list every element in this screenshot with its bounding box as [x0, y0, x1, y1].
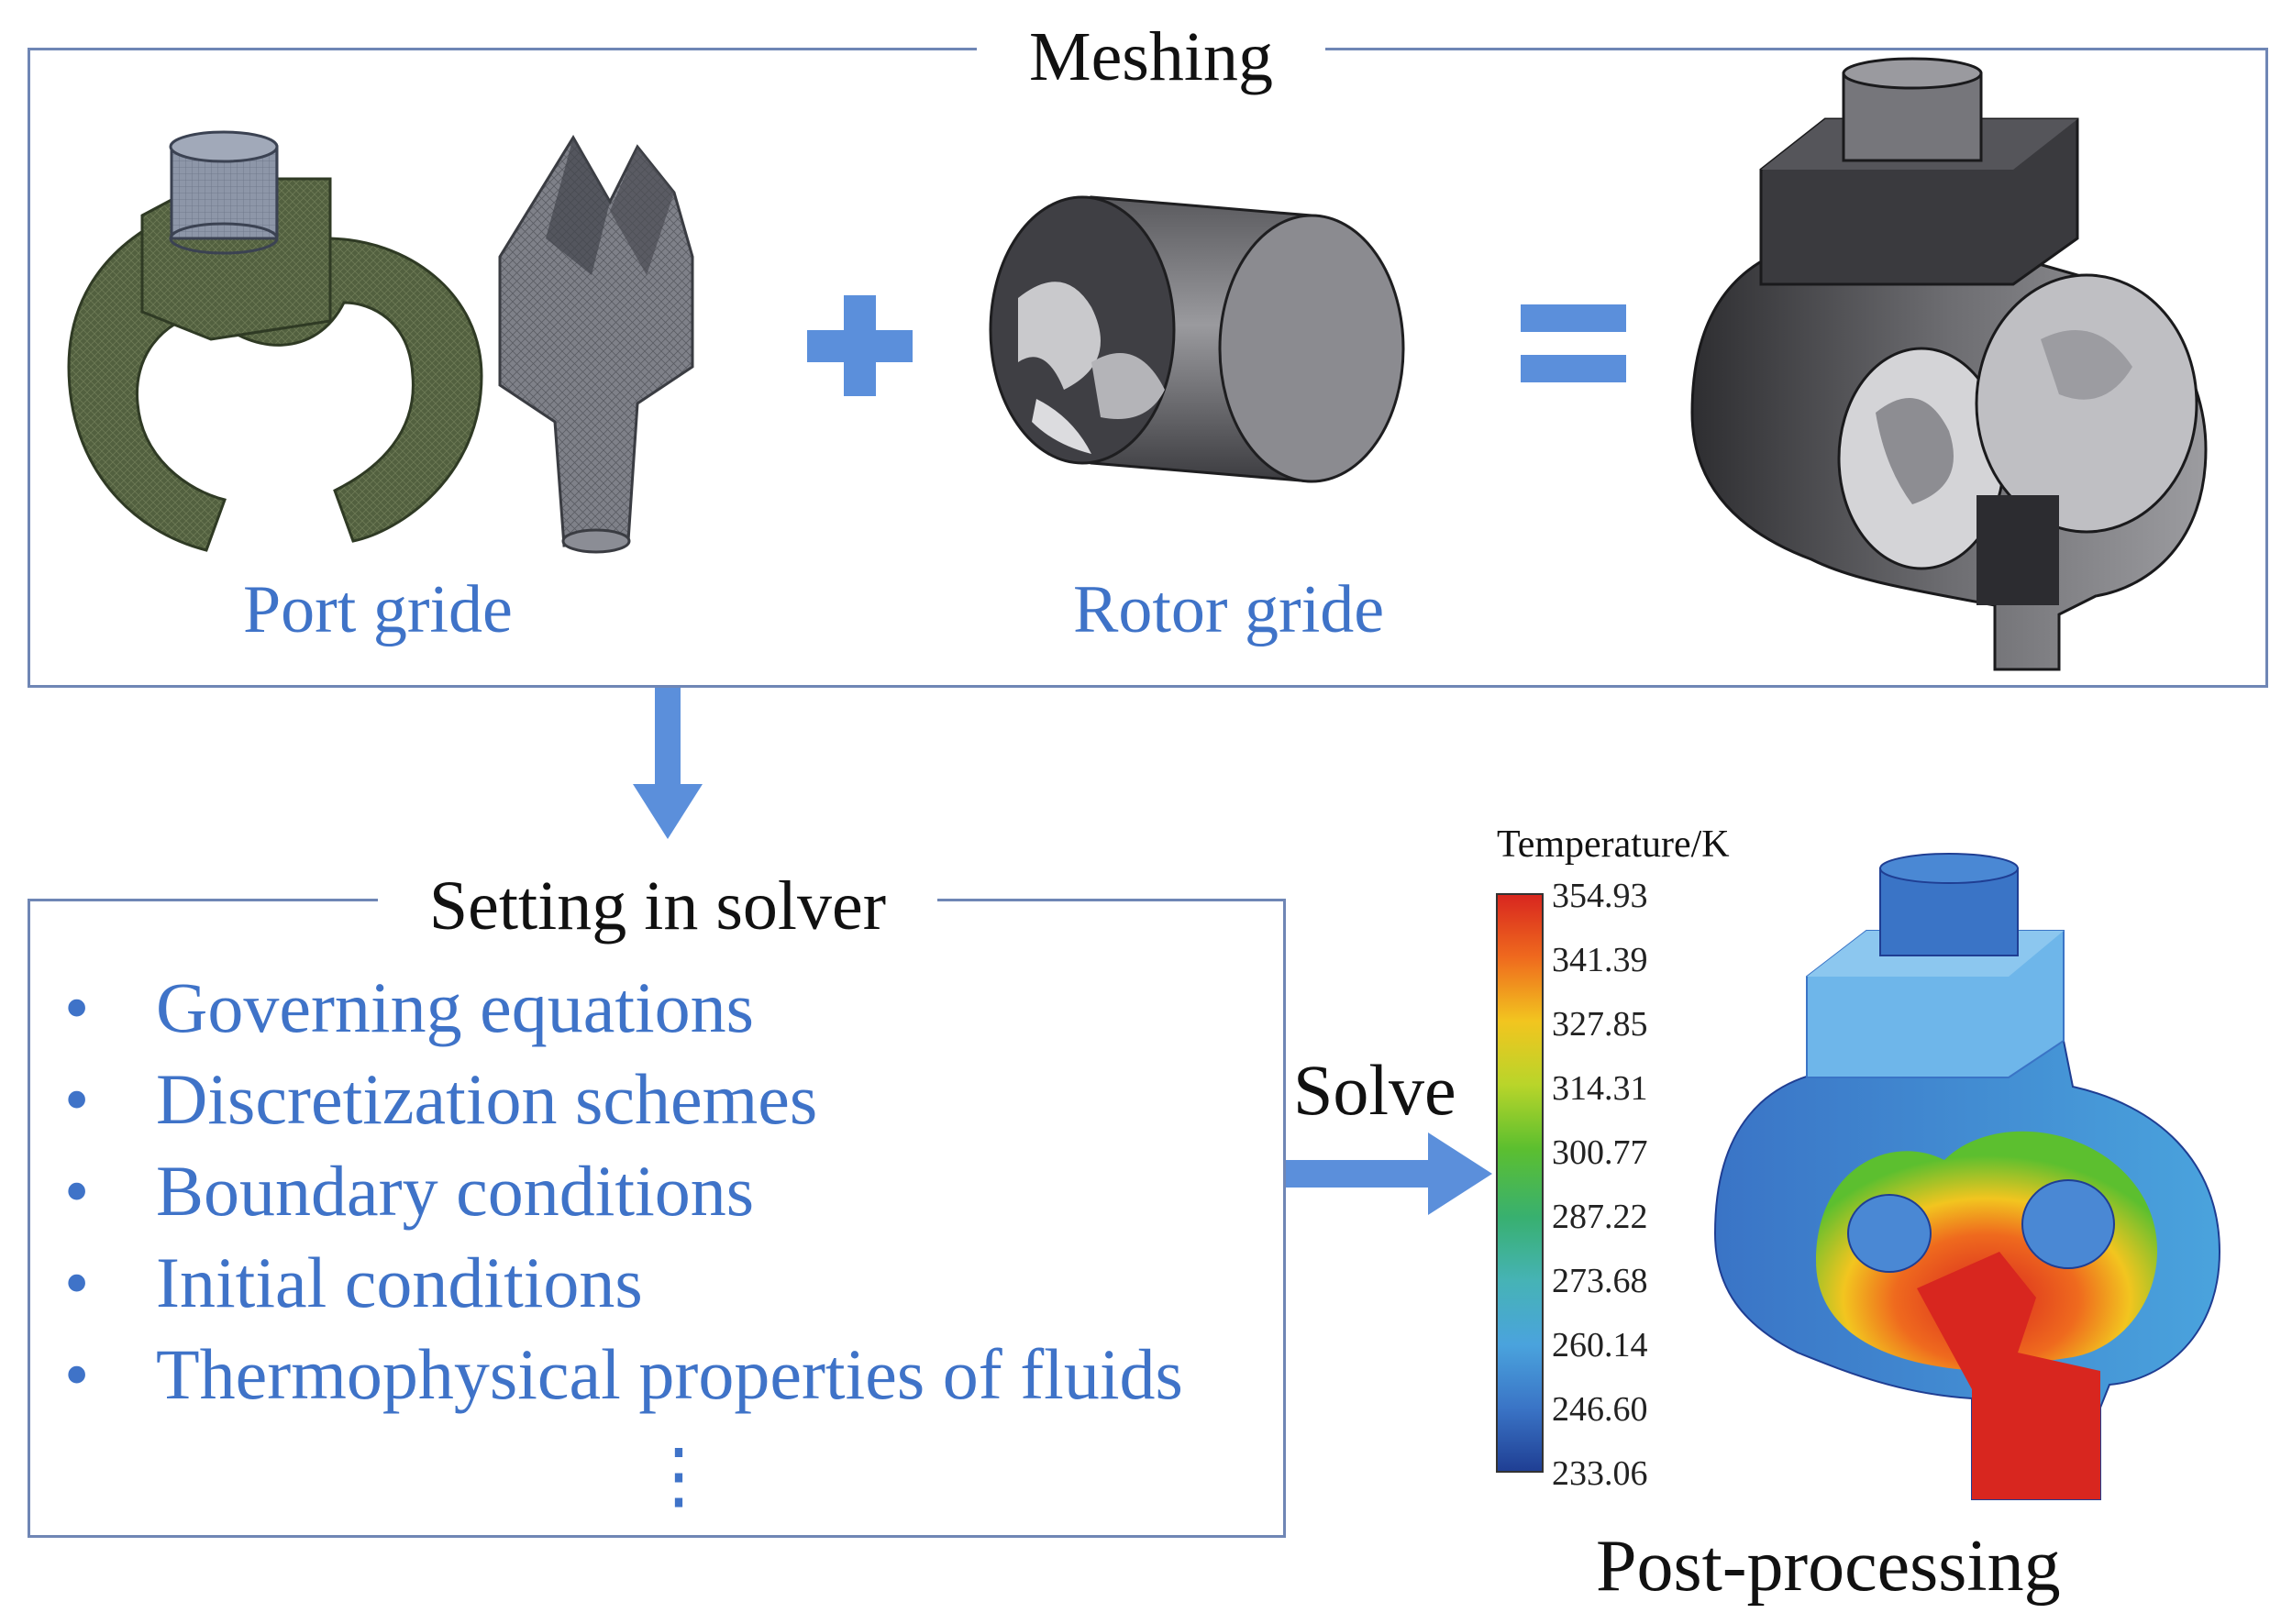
list-item-label: Governing equations [156, 967, 755, 1047]
plus-icon [807, 295, 913, 396]
rotor-grid-label: Rotor gride [1073, 572, 1385, 647]
rotor-grid-image [989, 195, 1405, 483]
colorbar-tick: 273.68 [1552, 1262, 1648, 1300]
solve-arrow [1286, 1132, 1492, 1215]
list-item: •Thermophysical properties of fluids [64, 1334, 1183, 1414]
colorbar-tick: 300.77 [1552, 1133, 1648, 1172]
post-processing-label: Post-processing [1596, 1526, 2061, 1607]
colorbar-title: Temperature/K [1497, 823, 1730, 866]
colorbar [1496, 893, 1544, 1473]
temperature-contour-image [1713, 853, 2221, 1500]
colorbar-tick: 260.14 [1552, 1326, 1648, 1364]
list-item: •Boundary conditions [64, 1151, 755, 1231]
list-item: •Discretization schemes [64, 1059, 818, 1139]
list-item: •Initial conditions [64, 1243, 643, 1322]
list-item-label: Initial conditions [156, 1243, 643, 1322]
colorbar-tick: 233.06 [1552, 1454, 1648, 1493]
list-item-label: Boundary conditions [156, 1151, 755, 1231]
port-grid-image [67, 130, 694, 554]
solve-label: Solve [1293, 1050, 1456, 1130]
meshing-title: Meshing [977, 22, 1325, 92]
list-item-label: Discretization schemes [156, 1059, 818, 1139]
equals-icon [1521, 304, 1626, 382]
more-ellipsis: ⋮ [642, 1436, 715, 1517]
down-arrow [633, 688, 703, 839]
colorbar-tick: 287.22 [1552, 1198, 1648, 1236]
colorbar-tick: 246.60 [1552, 1390, 1648, 1429]
colorbar-tick: 314.31 [1552, 1069, 1648, 1108]
list-item: •Governing equations [64, 967, 755, 1047]
port-grid-label: Port gride [243, 572, 513, 647]
colorbar-tick: 354.93 [1552, 877, 1648, 915]
assembled-mesh-image [1690, 57, 2208, 671]
colorbar-tick: 341.39 [1552, 941, 1648, 979]
solver-title: Setting in solver [378, 871, 937, 941]
colorbar-tick: 327.85 [1552, 1005, 1648, 1044]
list-item-label: Thermophysical properties of fluids [156, 1334, 1183, 1414]
